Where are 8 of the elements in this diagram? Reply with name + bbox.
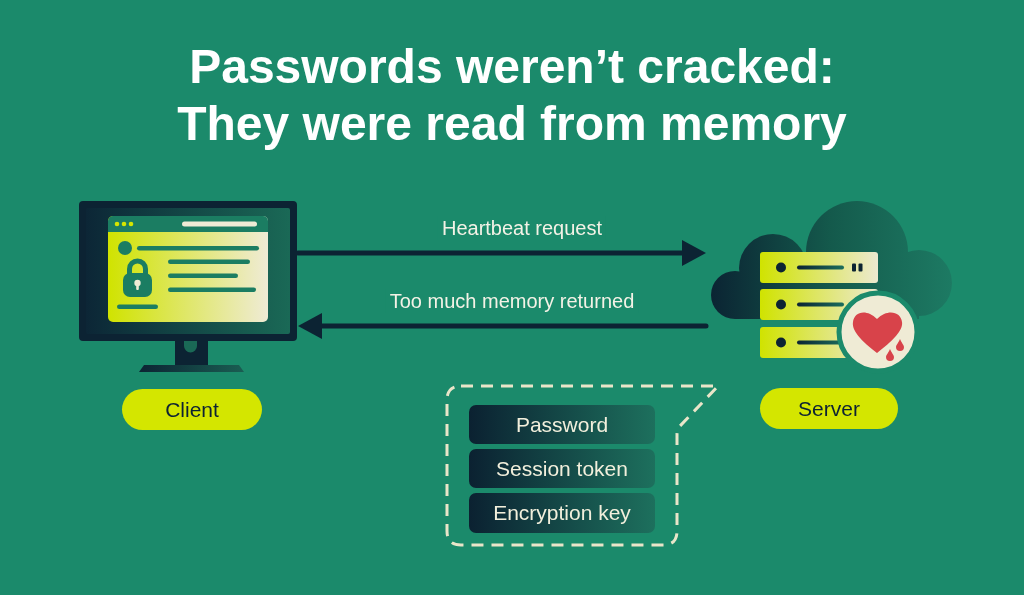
leaked-data-tag: Encryption key — [469, 493, 655, 533]
leaked-data-tag: Session token — [469, 449, 655, 488]
arrow — [298, 313, 709, 339]
label-pill: Server — [760, 388, 898, 429]
title: Passwords weren’t cracked: They were read from memory — [176, 39, 848, 152]
label-pill: Client — [122, 389, 262, 430]
leaked-data-tag: Password — [469, 405, 655, 444]
computer-monitor-illustration — [78, 200, 298, 374]
